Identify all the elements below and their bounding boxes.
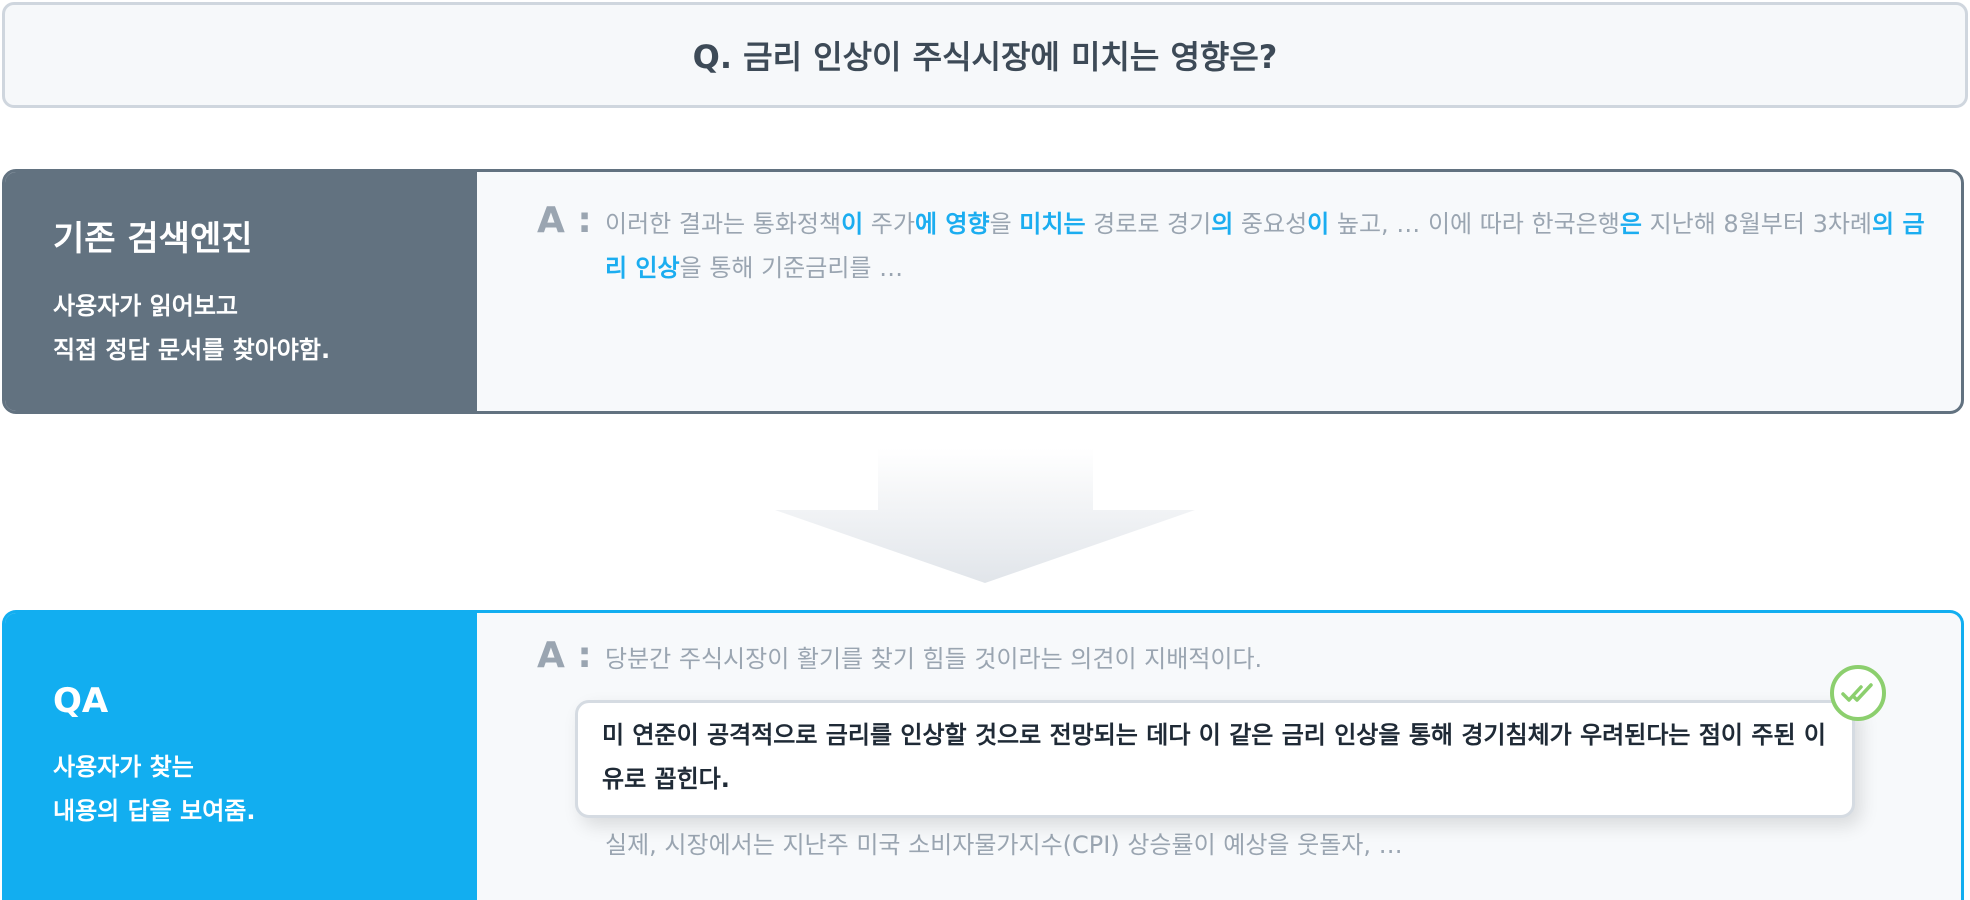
search-answer-text: 이러한 결과는 통화정책이 주가에 영향을 미치는 경로로 경기의 중요성이 높… — [605, 202, 1945, 290]
highlighted-keyword: 이 — [1307, 210, 1330, 238]
qa-desc-line1: 사용자가 찾는 — [53, 752, 194, 781]
highlighted-keyword: 은 — [1619, 210, 1642, 238]
answer-segment: 경로로 경기 — [1085, 210, 1212, 238]
answer-segment: 지난해 8월부터 3차례 — [1641, 210, 1873, 238]
double-check-icon — [1830, 665, 1886, 721]
search-engine-desc-line2: 직접 정답 문서를 찾아야함. — [53, 336, 331, 364]
highlighted-keyword: 의 금리 인상 — [605, 210, 1925, 282]
search-answer-label: A : — [537, 200, 592, 241]
answer-segment: 이러한 결과는 통화정책 — [605, 210, 842, 238]
highlighted-keyword: 의 — [1211, 210, 1234, 238]
qa-answer-before: 당분간 주식시장이 활기를 찾기 힘들 것이라는 의견이 지배적이다. — [605, 645, 1263, 673]
answer-segment: 주가 — [863, 210, 915, 238]
answer-segment: 을 통해 기준금리를 … — [679, 254, 904, 282]
qa-highlighted-answer: 미 연준이 공격적으로 금리를 인상할 것으로 전망되는 데다 이 같은 금리 … — [575, 700, 1855, 818]
qa-sidebar: QA 사용자가 찾는 내용의 답을 보여줌. — [5, 613, 477, 900]
search-engine-panel: 기존 검색엔진 사용자가 읽어보고 직접 정답 문서를 찾아야함. A : 이러… — [2, 169, 1964, 414]
highlighted-keyword: 미치는 — [1019, 210, 1086, 238]
qa-answer-after: 실제, 시장에서는 지난주 미국 소비자물가지수(CPI) 상승률이 예상을 웃… — [605, 831, 1403, 859]
search-engine-sidebar: 기존 검색엔진 사용자가 읽어보고 직접 정답 문서를 찾아야함. — [5, 172, 477, 411]
question-text: Q. 금리 인상이 주식시장에 미치는 영향은? — [692, 38, 1278, 76]
highlighted-keyword: 에 영향 — [914, 210, 990, 238]
search-engine-answer-area: A : 이러한 결과는 통화정책이 주가에 영향을 미치는 경로로 경기의 중요… — [477, 172, 1961, 411]
check-glyph — [1841, 683, 1873, 702]
down-arrow-icon — [775, 448, 1195, 583]
search-engine-title: 기존 검색엔진 — [53, 219, 253, 259]
qa-answer-label: A : — [537, 635, 592, 676]
question-box: Q. 금리 인상이 주식시장에 미치는 영향은? — [2, 2, 1968, 108]
highlighted-keyword: 이 — [841, 210, 864, 238]
qa-description: 사용자가 찾는 내용의 답을 보여줌. — [53, 745, 477, 833]
answer-segment: 을 — [989, 210, 1020, 238]
qa-desc-line2: 내용의 답을 보여줌. — [53, 796, 256, 825]
qa-title: QA — [53, 680, 109, 721]
answer-segment: 중요성 — [1233, 210, 1308, 238]
search-engine-desc-line1: 사용자가 읽어보고 — [53, 292, 238, 320]
answer-segment: 높고, … 이에 따라 한국은행 — [1329, 210, 1620, 238]
qa-answer-area: A : 당분간 주식시장이 활기를 찾기 힘들 것이라는 의견이 지배적이다. … — [477, 613, 1961, 900]
search-engine-description: 사용자가 읽어보고 직접 정답 문서를 찾아야함. — [53, 284, 477, 372]
